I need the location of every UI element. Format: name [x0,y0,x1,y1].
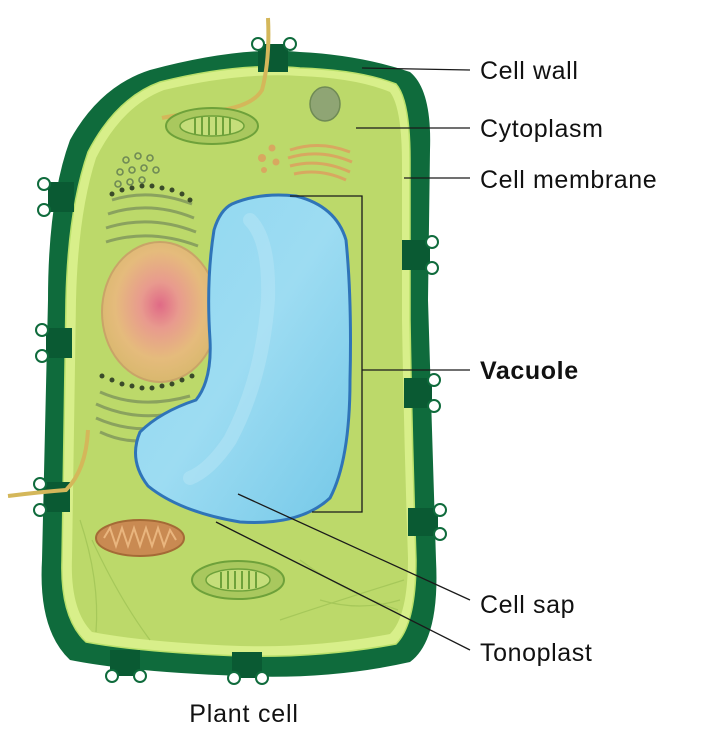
leader-tonoplast [215,521,471,651]
golgi-vesicles [258,144,280,173]
leader-cell-sap [237,493,471,601]
label-vacuole: Vacuole [480,357,579,385]
label-cell-membrane: Cell membrane [480,166,657,194]
ribosomes-bottom [99,373,195,391]
cytoskeleton [79,519,405,641]
label-cell-wall: Cell wall [480,57,578,85]
rough-er-top [105,193,199,248]
er-dots [114,152,160,188]
caption: Plant cell [189,700,298,728]
vacuole [134,193,352,524]
mitochondrion [95,519,185,557]
strand-left [7,429,90,498]
vacuole-highlight [183,213,276,485]
label-cytoplasm: Cytoplasm [480,115,604,143]
chloroplast-top [165,107,259,145]
plasmodesmata [33,37,447,685]
nucleus [101,241,219,383]
chloroplast-bottom [191,560,285,600]
vesicle [309,86,341,122]
golgi-top [287,144,353,182]
ribosomes-top [109,183,193,203]
label-tonoplast: Tonoplast [480,639,592,667]
label-cell-sap: Cell sap [480,591,575,619]
vacuole-bracket [290,195,363,513]
leader-cell-wall [361,67,471,71]
